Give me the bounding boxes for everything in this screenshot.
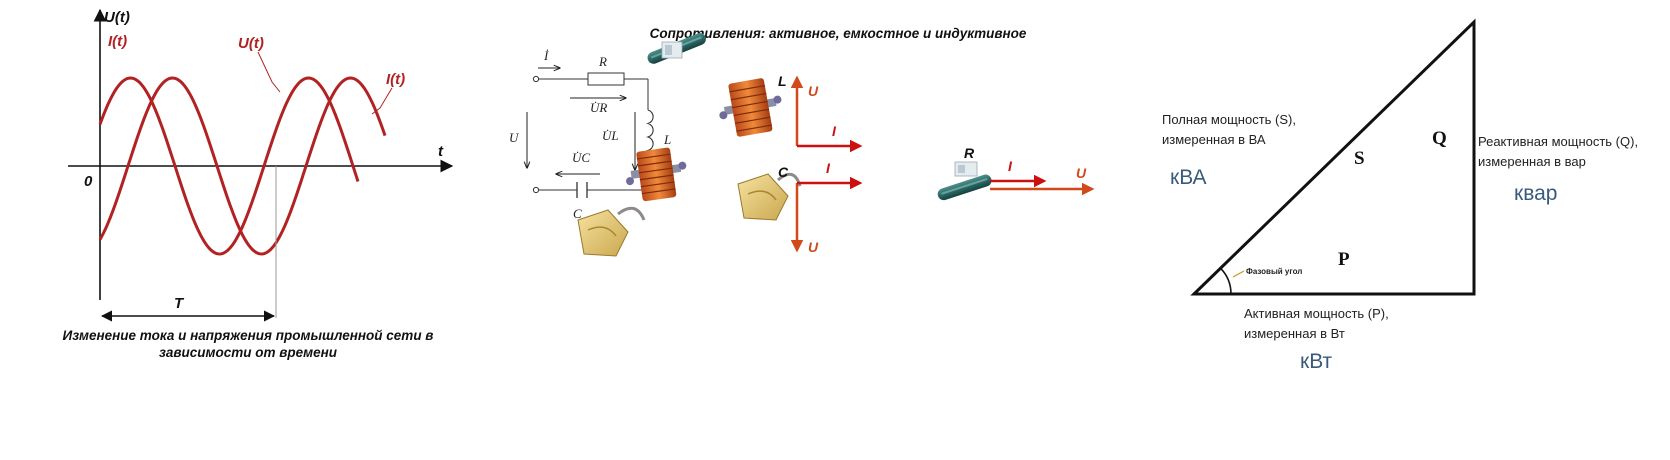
voltage-label-mid: U(t) [238, 35, 264, 52]
capacitor-phasor-voltage: U [808, 239, 819, 255]
current-label-left: I(t) [108, 33, 127, 50]
voltage-waveform [98, 76, 387, 256]
resistor-label-chip [661, 41, 683, 59]
capacitor-picture-small [577, 206, 646, 257]
resistor-symbol [587, 72, 625, 86]
inductor-phasor-element: L [778, 73, 787, 89]
input-terminal-top [532, 75, 540, 83]
x-axis-label: t [438, 143, 444, 160]
inductor-phasor-group: L U I [719, 73, 863, 153]
resistor-phasor-current: I [1008, 158, 1013, 174]
current-label-right: I(t) [386, 71, 405, 88]
inductor-label: L [663, 132, 671, 147]
current-waveform [98, 76, 360, 256]
waveform-caption-line1: Изменение тока и напряжения промышленной… [63, 328, 434, 343]
y-axis-label: U(t) [104, 9, 130, 26]
resistor-phasor-group: R I U [937, 145, 1095, 201]
ul-label: U̇L [602, 128, 619, 143]
phase-angle-pointer [1232, 270, 1245, 278]
capacitor-phasor-group: C I U [737, 160, 863, 255]
voltage-label: U [509, 130, 520, 145]
reactive-power-line1: Реактивная мощность (Q), [1478, 134, 1638, 149]
uc-label: U̇C [572, 150, 590, 165]
capacitor-label: C [573, 206, 582, 221]
period-label: T [174, 295, 185, 312]
inductor-phasor-current: I [832, 123, 837, 139]
active-power-line1: Активная мощность (P), [1244, 306, 1389, 321]
power-triangle-panel: Фазовый угол S Q P Полная мощность (S), … [1162, 18, 1638, 373]
side-q-label: Q [1432, 128, 1447, 149]
current-label-leader [371, 87, 393, 115]
side-p-label: P [1338, 249, 1350, 270]
active-power-unit: кВт [1300, 350, 1332, 373]
resistor-phasor-element: R [964, 145, 975, 161]
resistor-picture [937, 174, 992, 201]
inductor-picture [719, 78, 782, 137]
waveform-panel: U(t) t 0 T I(t) U(t) I(t) Изменение тока… [63, 8, 454, 360]
capacitor-phasor-current: I [826, 160, 831, 176]
apparent-power-line1: Полная мощность (S), [1162, 112, 1296, 127]
phase-angle-arc [1219, 267, 1232, 295]
input-terminal-bottom [532, 186, 540, 194]
phasor-panel: L U I C I U R [719, 73, 1095, 255]
ur-label: U̇R [590, 100, 607, 115]
resistor-label: R [598, 54, 607, 69]
active-power-line2: измеренная в Вт [1244, 326, 1345, 341]
voltage-label-leader [257, 51, 281, 93]
circuit-title: Сопротивления: активное, емкостное и инд… [650, 26, 1027, 41]
waveform-caption-line2: зависимости от времени [159, 345, 338, 360]
side-s-label: S [1354, 148, 1365, 169]
capacitor-phasor-element: C [778, 164, 789, 180]
apparent-power-unit: кВА [1170, 166, 1207, 189]
inductor-phasor-voltage: U [808, 83, 819, 99]
current-symbol-label: İ [543, 48, 549, 63]
capacitor-picture [737, 172, 802, 221]
reactive-power-unit: квар [1514, 182, 1557, 205]
resistor-phasor-voltage: U [1076, 165, 1087, 181]
resistor-chip [954, 161, 978, 177]
power-triangle [1190, 18, 1476, 296]
circuit-panel: Сопротивления: активное, емкостное и инд… [509, 26, 1027, 257]
reactive-power-line2: измеренная в вар [1478, 154, 1586, 169]
inductor-picture-small [625, 147, 687, 202]
apparent-power-line2: измеренная в ВА [1162, 132, 1266, 147]
origin-label: 0 [84, 173, 93, 190]
phase-angle-label: Фазовый угол [1246, 267, 1302, 276]
